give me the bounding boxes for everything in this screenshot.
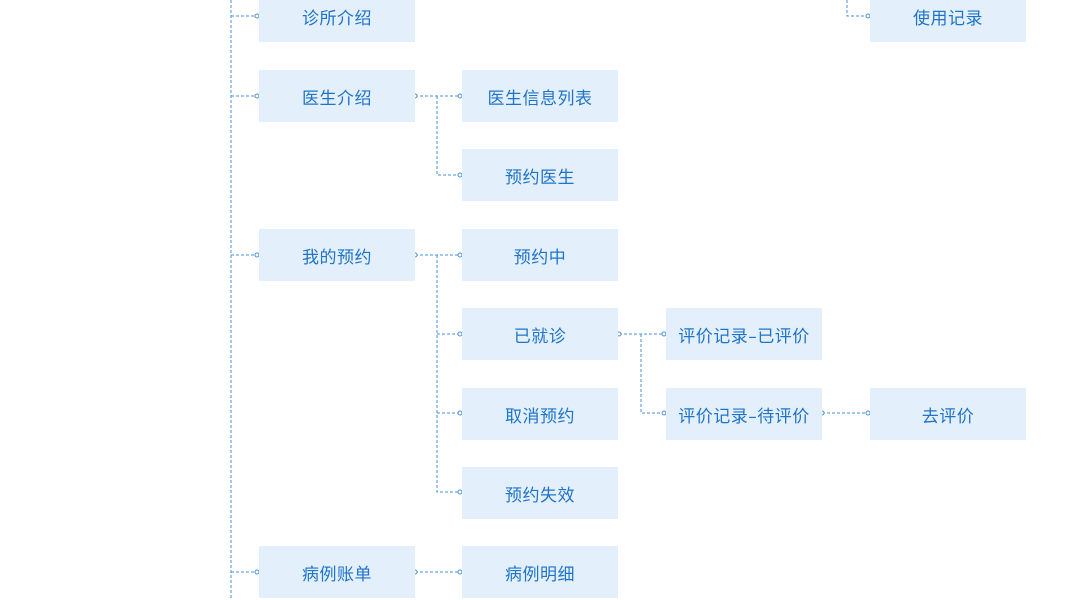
node-review-record-done: 评价记录–已评价 [666, 308, 822, 360]
node-appointment-expired: 预约失效 [462, 467, 618, 519]
node-appointment-pending: 预约中 [462, 229, 618, 281]
node-case-bill: 病例账单 [259, 546, 415, 598]
node-doctor-info-list: 医生信息列表 [462, 70, 618, 122]
node-usage-record: 使用记录 [870, 0, 1026, 42]
node-review-record-pending: 评价记录–待评价 [666, 388, 822, 440]
node-book-doctor: 预约医生 [462, 149, 618, 201]
node-clinic-intro: 诊所介绍 [259, 0, 415, 42]
node-appointment-cancelled: 取消预约 [462, 388, 618, 440]
node-my-appointments: 我的预约 [259, 229, 415, 281]
node-go-review: 去评价 [870, 388, 1026, 440]
node-case-detail: 病例明细 [462, 546, 618, 598]
node-doctor-intro: 医生介绍 [259, 70, 415, 122]
node-appointment-visited: 已就诊 [462, 308, 618, 360]
